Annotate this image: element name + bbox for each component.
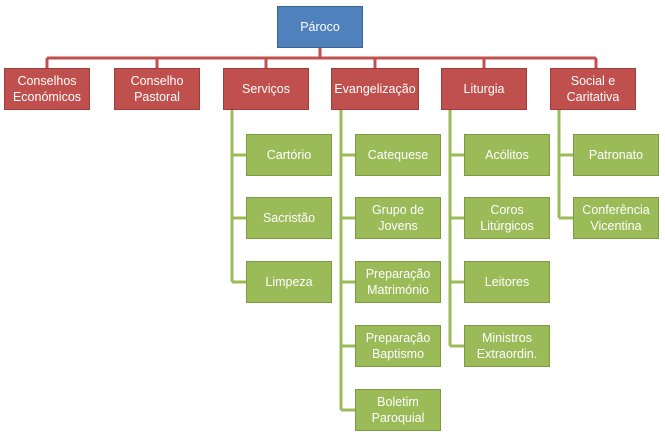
root-node-paroco: Pároco bbox=[277, 6, 363, 48]
leaf-node-label: Sacristão bbox=[262, 211, 316, 225]
leaf-node-patronato: Patronato bbox=[573, 134, 659, 176]
leaf-node-label: Leitores bbox=[484, 275, 530, 289]
leaf-node-leitores: Leitores bbox=[464, 261, 550, 303]
leaf-node-label: Cartório bbox=[266, 148, 312, 162]
leaf-node-label: Acólitos bbox=[485, 148, 529, 162]
leaf-node-coros-liturgicos: Coros Litúrgicos bbox=[464, 197, 550, 239]
leaf-node-ministros-extraordin: Ministros Extraordin. bbox=[464, 325, 550, 367]
leaf-node-label: Ministros Extraordin. bbox=[476, 331, 538, 361]
leaf-node-label: Patronato bbox=[588, 148, 644, 162]
dept-node-social-caritativa: Social e Caritativa bbox=[550, 68, 636, 110]
dept-node-label: Liturgia bbox=[463, 82, 505, 96]
leaf-node-catequese: Catequese bbox=[355, 134, 441, 176]
dept-node-label: Social e Caritativa bbox=[566, 74, 620, 104]
leaf-node-label: Boletim Paroquial bbox=[371, 395, 425, 425]
root-node-label: Pároco bbox=[300, 20, 340, 34]
leaf-node-preparacao-baptismo: Preparação Baptismo bbox=[355, 325, 441, 367]
dept-node-conselhos-economicos: Conselhos Económicos bbox=[4, 68, 90, 110]
leaf-node-sacristao: Sacristão bbox=[246, 197, 332, 239]
dept-node-label: Serviços bbox=[242, 82, 290, 96]
leaf-node-grupo-de-jovens: Grupo de Jovens bbox=[355, 197, 441, 239]
leaf-node-preparacao-matrimonio: Preparação Matrimónio bbox=[355, 261, 441, 303]
leaf-node-label: Preparação Baptismo bbox=[365, 331, 431, 361]
leaf-node-label: Grupo de Jovens bbox=[371, 203, 425, 233]
dept-node-servicos: Serviços bbox=[223, 68, 309, 110]
leaf-node-label: Catequese bbox=[367, 148, 429, 162]
dept-node-label: Conselhos Económicos bbox=[12, 74, 82, 104]
dept-node-label: Conselho Pastoral bbox=[130, 74, 184, 104]
leaf-node-conferencia-vicentina: Conferência Vicentina bbox=[573, 197, 659, 239]
dept-node-liturgia: Liturgia bbox=[441, 68, 527, 110]
leaf-node-label: Conferência Vicentina bbox=[582, 203, 650, 233]
leaf-node-limpeza: Limpeza bbox=[246, 261, 332, 303]
dept-node-label: Evangelização bbox=[334, 82, 416, 96]
dept-node-evangelizacao: Evangelização bbox=[331, 68, 419, 110]
leaf-node-cartorio: Cartório bbox=[246, 134, 332, 176]
leaf-node-acolitos: Acólitos bbox=[464, 134, 550, 176]
leaf-node-boletim-paroquial: Boletim Paroquial bbox=[355, 389, 441, 431]
leaf-node-label: Coros Litúrgicos bbox=[480, 203, 534, 233]
leaf-node-label: Limpeza bbox=[265, 275, 313, 289]
leaf-node-label: Preparação Matrimónio bbox=[365, 267, 431, 297]
dept-node-conselho-pastoral: Conselho Pastoral bbox=[114, 68, 200, 110]
